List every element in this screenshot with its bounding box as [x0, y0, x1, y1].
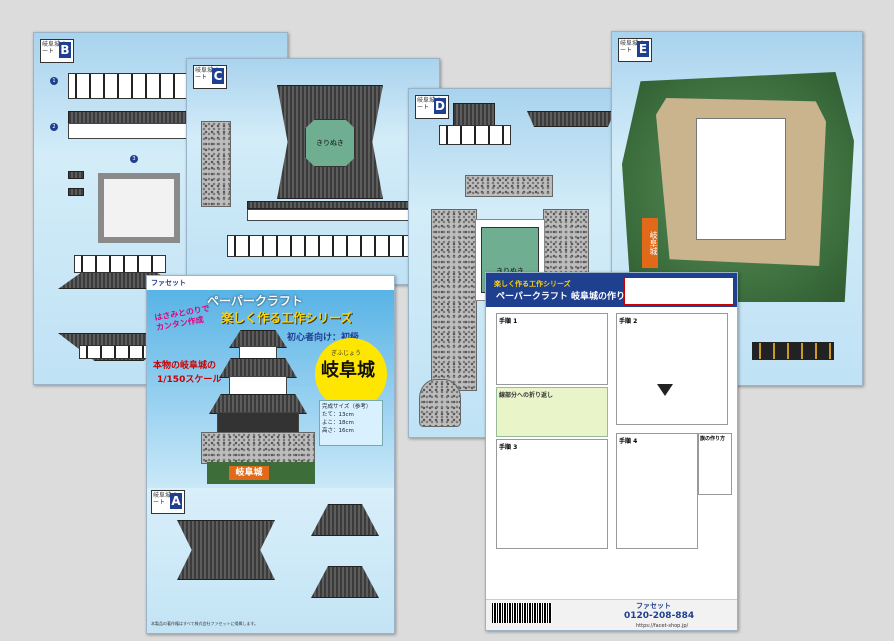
bottom-strip-e: [752, 342, 834, 360]
floor-base: [98, 173, 180, 243]
step3-box: 手順 3: [496, 439, 608, 549]
gable-wall-1: [74, 255, 166, 273]
sheet-b-tag: 岐阜城 シート B: [40, 39, 74, 63]
side-label-e: 岐阜城: [642, 218, 658, 268]
cover-brand: ファセット: [151, 279, 186, 287]
side-label-e-text: 岐阜城: [649, 231, 658, 255]
sheet-d-tag: 岐阜城 シート D: [415, 95, 449, 119]
size-h: 高さ：16cm: [322, 428, 354, 434]
cover-scale: 1/150スケール: [157, 375, 222, 385]
sheet-c-letter: C: [212, 68, 224, 84]
stone-fan-d: [419, 379, 461, 427]
fold-title: 線部分への折り返し: [499, 392, 554, 399]
cutout-window: きりぬき: [305, 119, 355, 167]
small-tower-roof: [453, 103, 495, 127]
sheet-e-letter: E: [637, 41, 649, 57]
castle-low-roof: [209, 394, 307, 414]
cover-castle-name: 岐阜城: [321, 360, 375, 381]
castle-mid-roof: [219, 358, 297, 378]
size-w: たて：13cm: [322, 412, 354, 418]
base-box: 旗の作り方: [698, 433, 732, 495]
step1-box: 手順 1: [496, 313, 608, 385]
cover-orange-label-text: 岐阜城: [235, 468, 263, 478]
cover-level: 初心者向け：初級: [287, 333, 360, 343]
step2-box: 手順 2: [616, 313, 728, 425]
instr-phone: 0120-208-884: [624, 611, 695, 621]
sheet-a-tag: 岐阜城 シート A: [151, 490, 185, 514]
wall-strip-c: [247, 209, 429, 221]
sheet-e-tag: 岐阜城 シート E: [618, 38, 652, 62]
wall-window-c: [227, 235, 429, 257]
step1-label: 手順 1: [499, 318, 518, 325]
barcode: [492, 603, 552, 623]
part-number: 3: [130, 155, 138, 163]
cover-sheet: ファセット ペーパークラフト 楽しく作る工作シリーズ はさみとのりでカンタン作成…: [146, 275, 395, 634]
cover-real-label: 本物の岐阜城の: [153, 361, 217, 371]
step2-arrow: [657, 384, 673, 396]
cutout-label: きりぬき: [316, 139, 344, 147]
sheet-c-tag-label: 岐阜城 シート: [195, 67, 221, 81]
sheet-d-tag-label: 岐阜城 シート: [417, 97, 443, 111]
instr-brand: ファセット: [636, 602, 671, 610]
instructions-sheet: 楽しく作る工作シリーズ ペーパークラフト 岐阜城の作り方 手順 1 手順 2 線…: [485, 272, 738, 631]
cutout-label-d: きりぬき: [496, 267, 524, 275]
sheet-b-tag-label: 岐阜城 シート: [42, 41, 68, 55]
small-tower-wall: [439, 125, 511, 145]
size-title: 完成サイズ（参考）: [322, 404, 372, 410]
center-plate: [696, 118, 786, 240]
cover-yellow-burst: [315, 338, 387, 410]
instr-url: https://facet-shop.jp/: [636, 623, 689, 629]
cover-size-box: 完成サイズ（参考） たて：13cm よこ：18cm 高さ：16cm: [319, 400, 383, 446]
step3-label: 手順 3: [499, 444, 518, 451]
castle-stone-base: [201, 432, 315, 464]
sheet-b-letter: B: [59, 42, 71, 58]
instr-red-box: [624, 277, 734, 305]
stone-wall-d-top: [465, 175, 553, 197]
small-roof-part: [68, 171, 84, 179]
stone-wall-d-left: [431, 209, 477, 391]
fold-box: 線部分への折り返し: [496, 387, 608, 437]
instr-series: 楽しく作る工作シリーズ: [494, 280, 571, 288]
cover-title: ペーパークラフト: [207, 294, 303, 308]
castle-top-wall: [239, 346, 277, 360]
base-title: 旗の作り方: [700, 436, 726, 442]
stone-wall-c: [201, 121, 231, 207]
sheet-e-tag-label: 岐阜城 シート: [620, 40, 646, 54]
sheet-a-letter: A: [170, 493, 182, 509]
part-number: 1: [50, 77, 58, 85]
cover-footer: 本製品の著作権はすべて株式会社ファセットに帰属します。: [151, 621, 259, 626]
instr-title: ペーパークラフト 岐阜城の作り方: [496, 292, 635, 302]
roof-long-d: [527, 111, 615, 127]
cover-orange-label: 岐阜城: [229, 466, 269, 480]
castle-mid-wall: [229, 376, 287, 396]
sheet-c-tag: 岐阜城 シート C: [193, 65, 227, 89]
roof-strip-c: [247, 201, 429, 209]
sheet-e: 岐阜城 シート E 岐阜城: [611, 31, 863, 386]
small-roof-part: [68, 188, 84, 196]
part-number: 2: [50, 123, 58, 131]
step2-label: 手順 2: [619, 318, 638, 325]
sheet-c: 岐阜城 シート C きりぬき: [186, 58, 440, 285]
sheet-d-letter: D: [434, 98, 446, 114]
step4-label: 手順 4: [619, 438, 638, 445]
cover-reading: ぎふじょう: [331, 350, 362, 357]
cover-header: ファセット: [147, 276, 394, 290]
step4-box: 手順 4: [616, 433, 698, 549]
cover-series: 楽しく作る工作シリーズ: [221, 311, 353, 325]
size-d: よこ：18cm: [322, 420, 354, 426]
sheet-a-tag-label: 岐阜城 シート: [153, 492, 179, 506]
